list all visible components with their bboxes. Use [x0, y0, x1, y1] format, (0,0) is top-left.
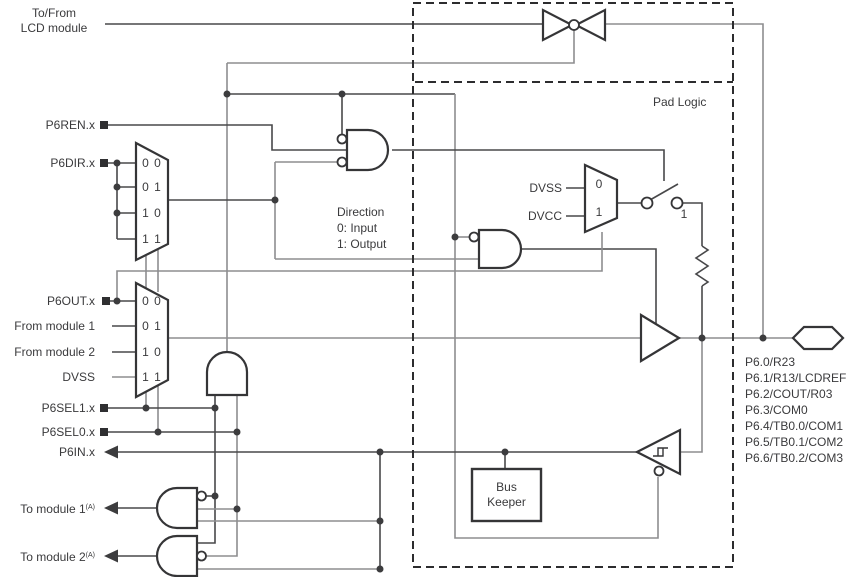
pin-label: P6.5/TB0.1/COM2: [745, 435, 844, 449]
input-schmitt-buffer: [634, 428, 682, 477]
dvss-pull-label: DVSS: [529, 181, 562, 195]
p6ren-wire: [108, 124, 347, 151]
pin-label: P6.0/R23: [745, 355, 796, 369]
direction-mux-row-10: 1 0: [142, 206, 162, 220]
pin-label: P6.6/TB0.2/COM3: [745, 451, 844, 465]
dvss-row-label: DVSS: [62, 370, 95, 384]
p6in-label: P6IN.x: [58, 445, 95, 459]
from-module2-label: From module 2: [14, 345, 95, 359]
direction-note-line3: 1: Output: [337, 237, 387, 251]
from-module1-label: From module 1: [14, 319, 95, 333]
p6dir-label: P6DIR.x: [50, 156, 95, 170]
direction-mux-row-11: 1 1: [142, 232, 162, 246]
lcd-module-label-line1: To/From: [31, 6, 76, 20]
to-module1-label: To module 1(A): [20, 502, 95, 516]
output-mux-row-11: 1 1: [142, 370, 162, 384]
direction-note: Direction 0: Input 1: Output: [337, 204, 386, 252]
junction-dots: [113, 90, 767, 573]
pin-label: P6.4/TB0.0/COM1: [745, 419, 844, 433]
resistor-path-wire: [680, 202, 710, 453]
lcd-transmission-gate: [541, 8, 607, 42]
p6out-label: P6OUT.x: [46, 294, 95, 308]
p6sel0-label: P6SEL0.x: [41, 425, 95, 439]
p6sel-wires: [108, 395, 238, 557]
pull-enable-nand-gate: [336, 128, 390, 172]
output-mux-row-00: 0 0: [142, 294, 162, 308]
lcd-module-label-line2: LCD module: [20, 21, 88, 35]
p6dir-wires: [108, 162, 136, 240]
direction-mux-row-01: 0 1: [142, 180, 162, 194]
to-module1-and-gate: [155, 486, 207, 530]
switch-position-label: 1: [680, 207, 688, 221]
dvcc-pull-label: DVCC: [527, 209, 562, 223]
driver-enable-and-gate: [468, 228, 523, 270]
pull-select-wire: [116, 232, 603, 298]
to-module2-label: To module 2(A): [20, 550, 95, 564]
pad-symbol: [791, 325, 845, 351]
pin-label: P6.1/R13/LCDREF: [745, 371, 847, 385]
bus-keeper-label: Bus Keeper: [487, 480, 526, 509]
p6in-wire: [117, 451, 637, 469]
pin-label: P6.3/COM0: [745, 403, 808, 417]
direction-mux: [134, 141, 170, 262]
pull-mux-row-1: 1: [595, 205, 603, 219]
output-mux-input-wires: [110, 300, 136, 378]
signal-arrows: [104, 445, 118, 563]
pull-resistor-switch: [640, 183, 684, 210]
direction-note-line2: 0: Input: [337, 221, 378, 235]
sel-and-gate: [205, 350, 249, 397]
lcd-switch-control-wire: [226, 30, 659, 539]
pull-mux-wires: [566, 187, 641, 217]
pin-function-list: P6.0/R23 P6.1/R13/LCDREF P6.2/COUT/R03 P…: [745, 354, 846, 466]
p6ren-label: P6REN.x: [45, 118, 95, 132]
register-bit-squares: [100, 121, 110, 436]
direction-mux-row-00: 0 0: [142, 156, 162, 170]
lcd-io-wire: [105, 23, 764, 338]
pull-enable-wire: [392, 149, 665, 181]
pull-mux-row-0: 0: [595, 177, 603, 191]
pin-label: P6.2/COUT/R03: [745, 387, 833, 401]
module-output-wires: [117, 507, 158, 557]
p6sel1-label: P6SEL1.x: [41, 401, 95, 415]
pull-direction-mux: [583, 163, 619, 234]
pad-logic-outer-boundary: [412, 2, 734, 568]
driver-enable-wire: [521, 248, 657, 324]
module-gate-input-wires: [197, 452, 381, 570]
pad-logic-label: Pad Logic: [653, 95, 707, 109]
to-module2-and-gate: [155, 534, 207, 577]
direction-wires: [168, 161, 479, 260]
output-driver-buffer: [639, 313, 682, 363]
output-mux-row-01: 0 1: [142, 319, 162, 333]
direction-note-line1: Direction: [337, 205, 385, 219]
output-mux: [134, 281, 170, 399]
output-mux-row-10: 1 0: [142, 345, 162, 359]
bus-keeper-box: [470, 467, 543, 523]
